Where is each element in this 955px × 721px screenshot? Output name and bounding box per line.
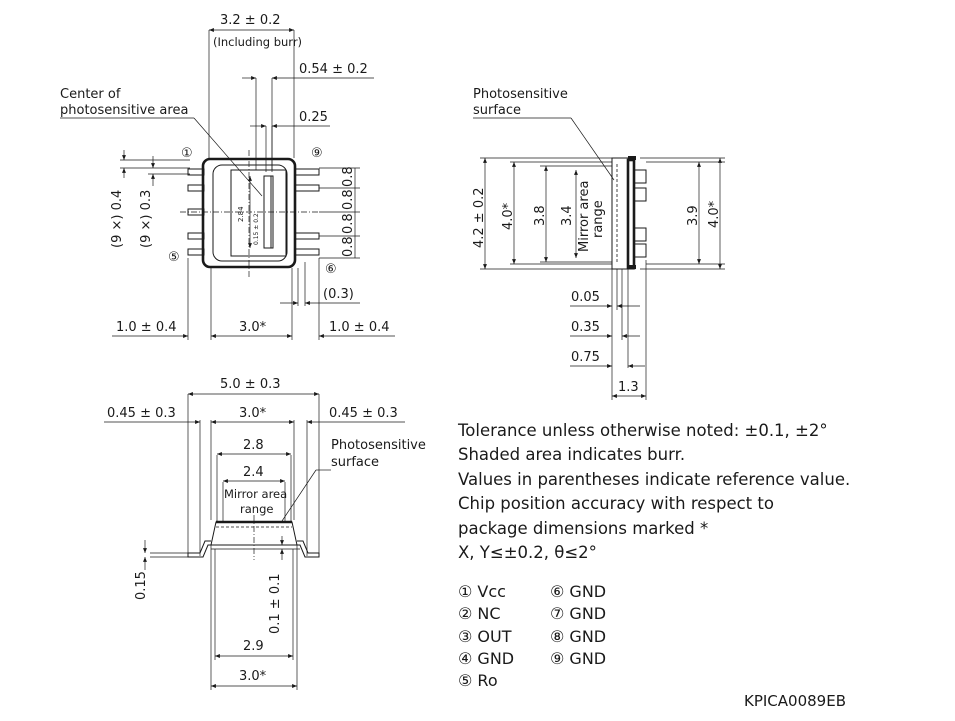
front-h-015: 0.15: [134, 571, 149, 600]
side-d-005: 0.05: [571, 290, 600, 305]
lead-08-4: 0.8: [341, 236, 356, 257]
side-photo-label-1: Photosensitive: [473, 87, 568, 102]
lead-08-2: 0.8: [341, 189, 356, 210]
side-h-40b: 4.0*: [707, 200, 722, 228]
front-w-28: 2.8: [243, 438, 264, 453]
side-h-34: 3.4: [560, 205, 575, 226]
note-line: Chip position accuracy with respect to: [458, 494, 774, 514]
pin-column-right: ⑥ GND ⑦ GND ⑧ GND ⑨ GND: [550, 581, 606, 670]
side-h-40a: 4.0*: [501, 202, 516, 230]
pin5-mark: ⑤: [168, 250, 180, 265]
drawing-code: KPICA0089EB: [744, 692, 846, 710]
front-w-29: 2.9: [243, 639, 264, 654]
lead-08-3: 0.8: [341, 213, 356, 234]
note-line: X, Y≤±0.2, θ≤2°: [458, 543, 597, 563]
front-w-24: 2.4: [243, 465, 264, 480]
pin-item: ⑦ GND: [550, 604, 607, 624]
pin9-mark: ⑨: [311, 146, 323, 161]
front-body-width: 3.0*: [239, 406, 267, 421]
pin-item: ③ OUT: [458, 626, 512, 646]
side-d-075: 0.75: [571, 350, 600, 365]
side-mirror-2: range: [591, 200, 606, 238]
side-d-035: 0.35: [571, 320, 600, 335]
bottom-left-lead: 1.0 ± 0.4: [116, 320, 177, 335]
dim-054: 0.54 ± 0.2: [299, 62, 368, 77]
pin-item: ④ GND: [458, 648, 515, 668]
pitch-a: (9 ×) 0.4: [110, 190, 125, 248]
lead-08-1: 0.8: [341, 166, 356, 187]
bottom-right-lead: 1.0 ± 0.4: [329, 320, 390, 335]
front-left-lead: 0.45 ± 0.3: [107, 406, 176, 421]
center-label-1: Center of: [60, 87, 121, 102]
front-mirror-2: range: [240, 502, 273, 516]
pitch-b: (9 ×) 0.3: [139, 190, 154, 248]
pin-item: ② NC: [458, 604, 501, 624]
pin-column-left: ① Vcc ② NC ③ OUT ④ GND ⑤ Ro: [458, 581, 514, 692]
note-line: package dimensions marked *: [458, 518, 709, 538]
dim-width-main: 3.2 ± 0.2: [220, 13, 281, 28]
left-leads: [187, 168, 205, 256]
note-line: Values in parentheses indicate reference…: [458, 469, 851, 489]
tolerance-notes: Tolerance unless otherwise noted: ±0.1, …: [458, 419, 948, 565]
front-total-width: 5.0 ± 0.3: [220, 377, 281, 392]
side-photo-label-2: surface: [473, 103, 521, 118]
pin1-mark: ①: [181, 146, 193, 161]
pin-item: ⑥ GND: [550, 582, 607, 601]
dim-width-note: (Including burr): [213, 35, 302, 49]
center-label-2: photosensitive area: [60, 103, 188, 118]
front-w-30: 3.0*: [239, 669, 267, 684]
front-view: 5.0 ± 0.3 0.45 ± 0.3 3.0* 0.45 ± 0.3 2.8…: [104, 377, 426, 690]
side-view: Photosensitive surface 4.2 ± 0.2 4.0* 3.…: [472, 87, 725, 400]
front-h-01: 0.1 ± 0.1: [268, 573, 283, 634]
front-photo-label-1: Photosensitive: [331, 438, 426, 453]
pin-item: ⑨ GND: [550, 648, 607, 668]
dim-015: 0.15 ± 0.2: [253, 213, 260, 245]
pin-item: ⑧ GND: [550, 626, 607, 646]
front-mirror-1: Mirror area: [224, 487, 287, 501]
note-line: Shaded area indicates burr.: [458, 445, 686, 465]
side-mirror-1: Mirror area: [577, 181, 592, 252]
dim-025: 0.25: [299, 110, 328, 125]
side-h-42: 4.2 ± 0.2: [472, 187, 487, 248]
pin-item: ⑤ Ro: [458, 671, 498, 691]
side-h-38: 3.8: [533, 205, 548, 226]
pin-item: ① Vcc: [458, 582, 506, 601]
side-h-39: 3.9: [686, 205, 701, 226]
front-photo-label-2: surface: [331, 455, 379, 470]
pin6-mark: ⑥: [325, 262, 337, 277]
bottom-body-width: 3.0*: [239, 320, 267, 335]
top-view: 3.2 ± 0.2 (Including burr) 0.54 ± 0.2 0.…: [60, 13, 395, 340]
front-right-lead: 0.45 ± 0.3: [329, 406, 398, 421]
side-d-13: 1.3: [618, 380, 639, 395]
note-line: Tolerance unless otherwise noted: ±0.1, …: [458, 421, 828, 440]
dim-284: 2.84: [237, 206, 245, 222]
dim-03: (0.3): [323, 287, 354, 302]
